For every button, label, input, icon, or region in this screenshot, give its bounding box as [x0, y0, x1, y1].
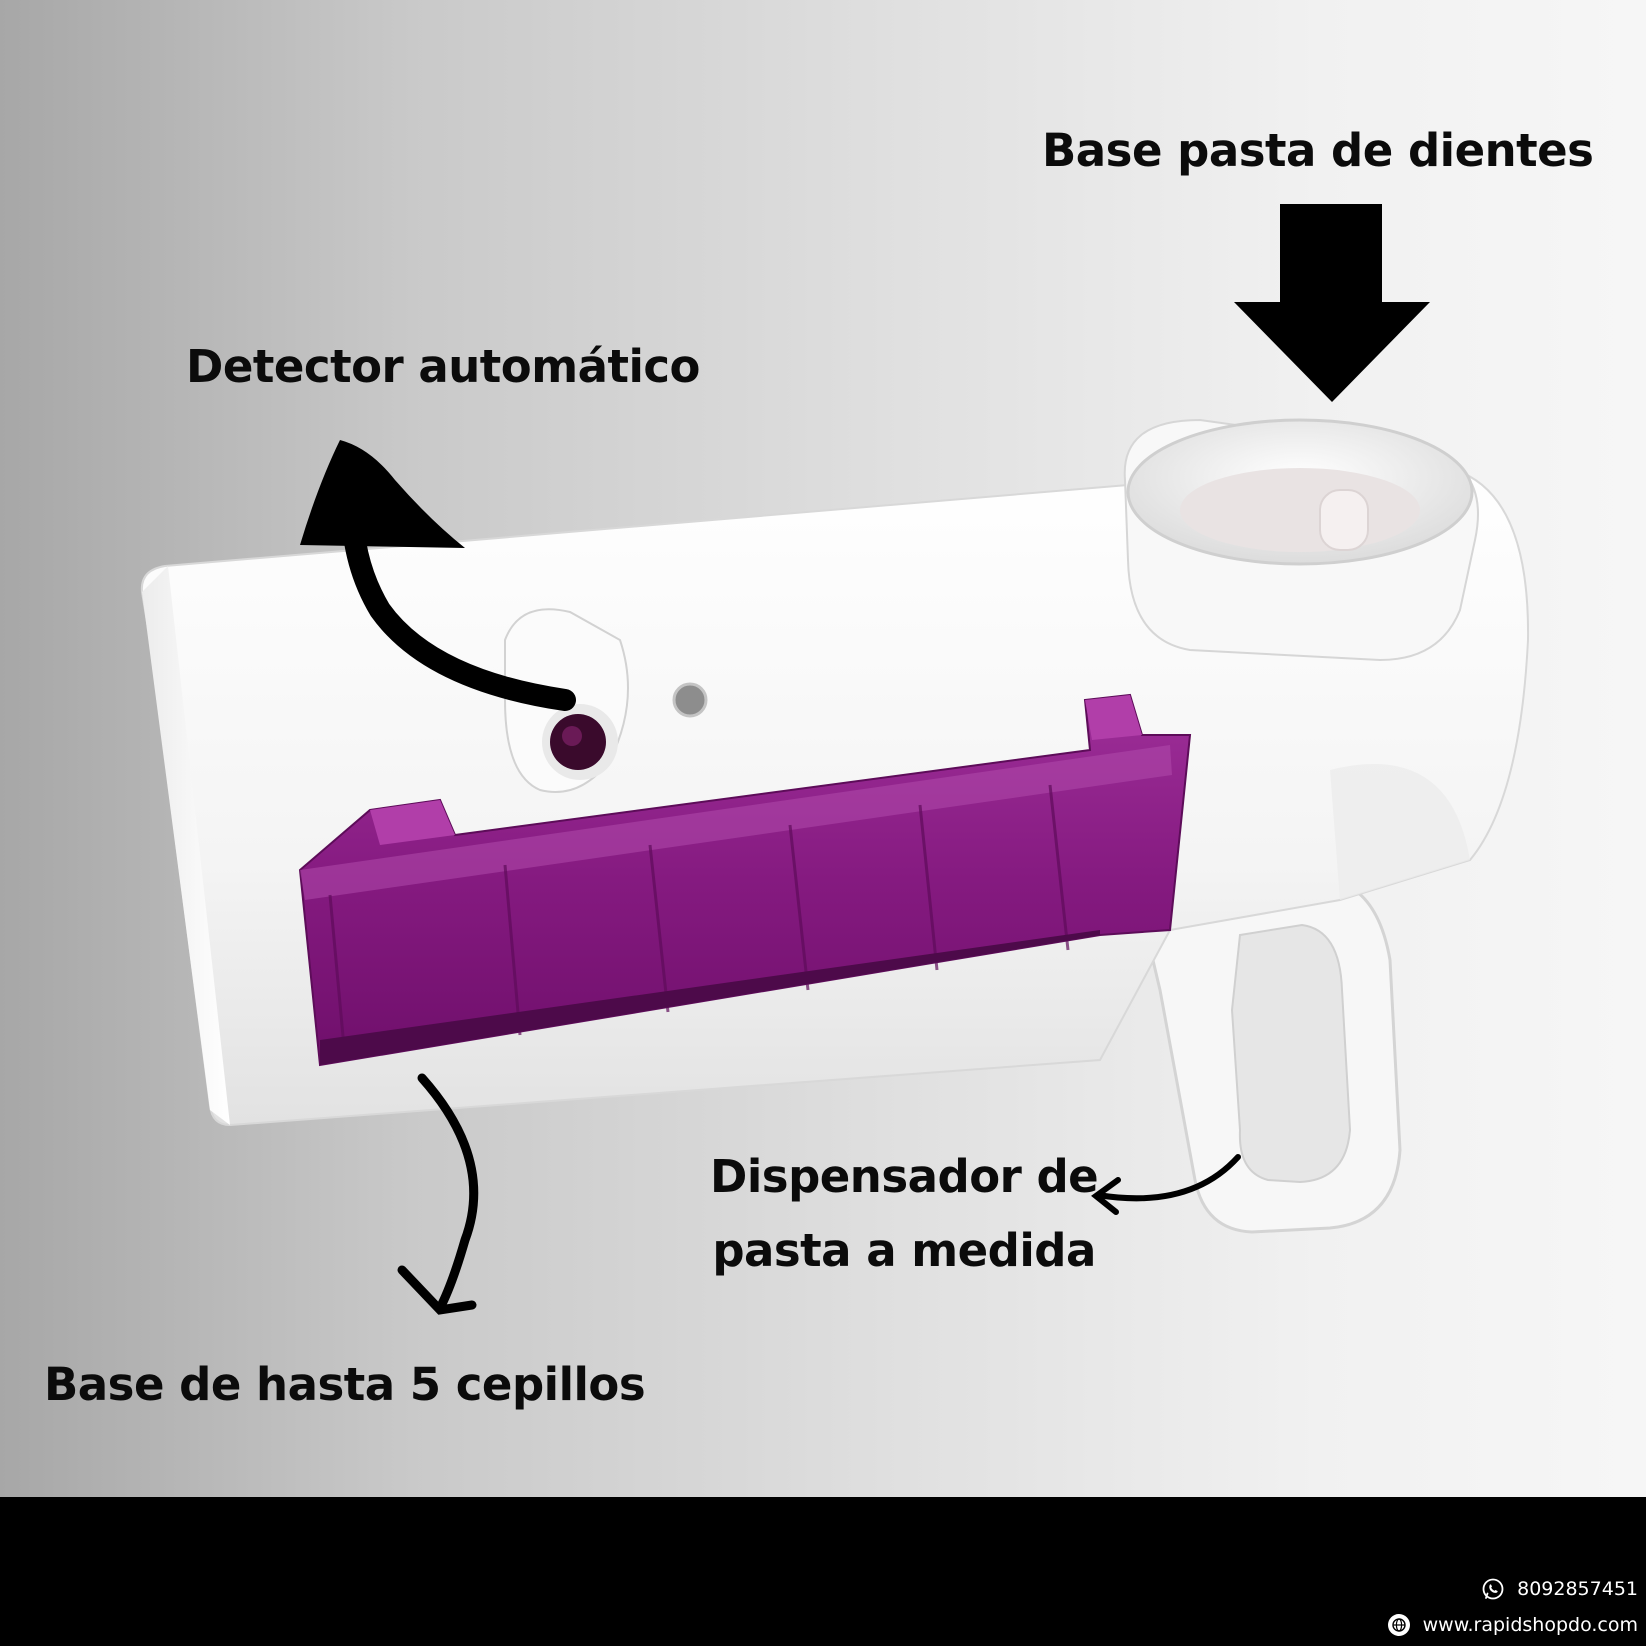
photo-background: Base pasta de dientes Detector automátic…	[0, 0, 1646, 1497]
toothpaste-cup	[1123, 418, 1479, 662]
product-illustration	[140, 204, 1530, 1315]
phone-contact: 8092857451	[1481, 1577, 1638, 1601]
callout-dispenser-line1: Dispensador de	[710, 1150, 1099, 1203]
curved-arrow-to-dispenser-icon	[1091, 1154, 1241, 1215]
uv-cover	[298, 693, 1192, 1067]
curved-arrow-to-cepillos-icon	[397, 1073, 479, 1315]
phone-number: 8092857451	[1517, 1578, 1638, 1600]
sensor-module	[504, 608, 708, 793]
dispenser-grip	[1138, 878, 1402, 1234]
website-url[interactable]: www.rapidshopdo.com	[1422, 1614, 1638, 1636]
callout-toothpaste-base: Base pasta de dientes	[1042, 124, 1594, 177]
callout-dispenser: Dispensador de pasta a medida	[710, 1140, 1099, 1288]
curved-arrow-to-sensor-icon	[300, 440, 576, 711]
footer-bar: 8092857451 www.rapidshopdo.com	[0, 1497, 1646, 1646]
callout-dispenser-line2: pasta a medida	[712, 1224, 1096, 1277]
whatsapp-icon	[1482, 1578, 1504, 1600]
website-contact: www.rapidshopdo.com	[1387, 1613, 1638, 1637]
callout-brush-base: Base de hasta 5 cepillos	[44, 1358, 646, 1411]
callout-auto-detector: Detector automático	[186, 340, 700, 393]
globe-icon	[1387, 1614, 1410, 1636]
down-arrow-icon	[1234, 204, 1430, 402]
